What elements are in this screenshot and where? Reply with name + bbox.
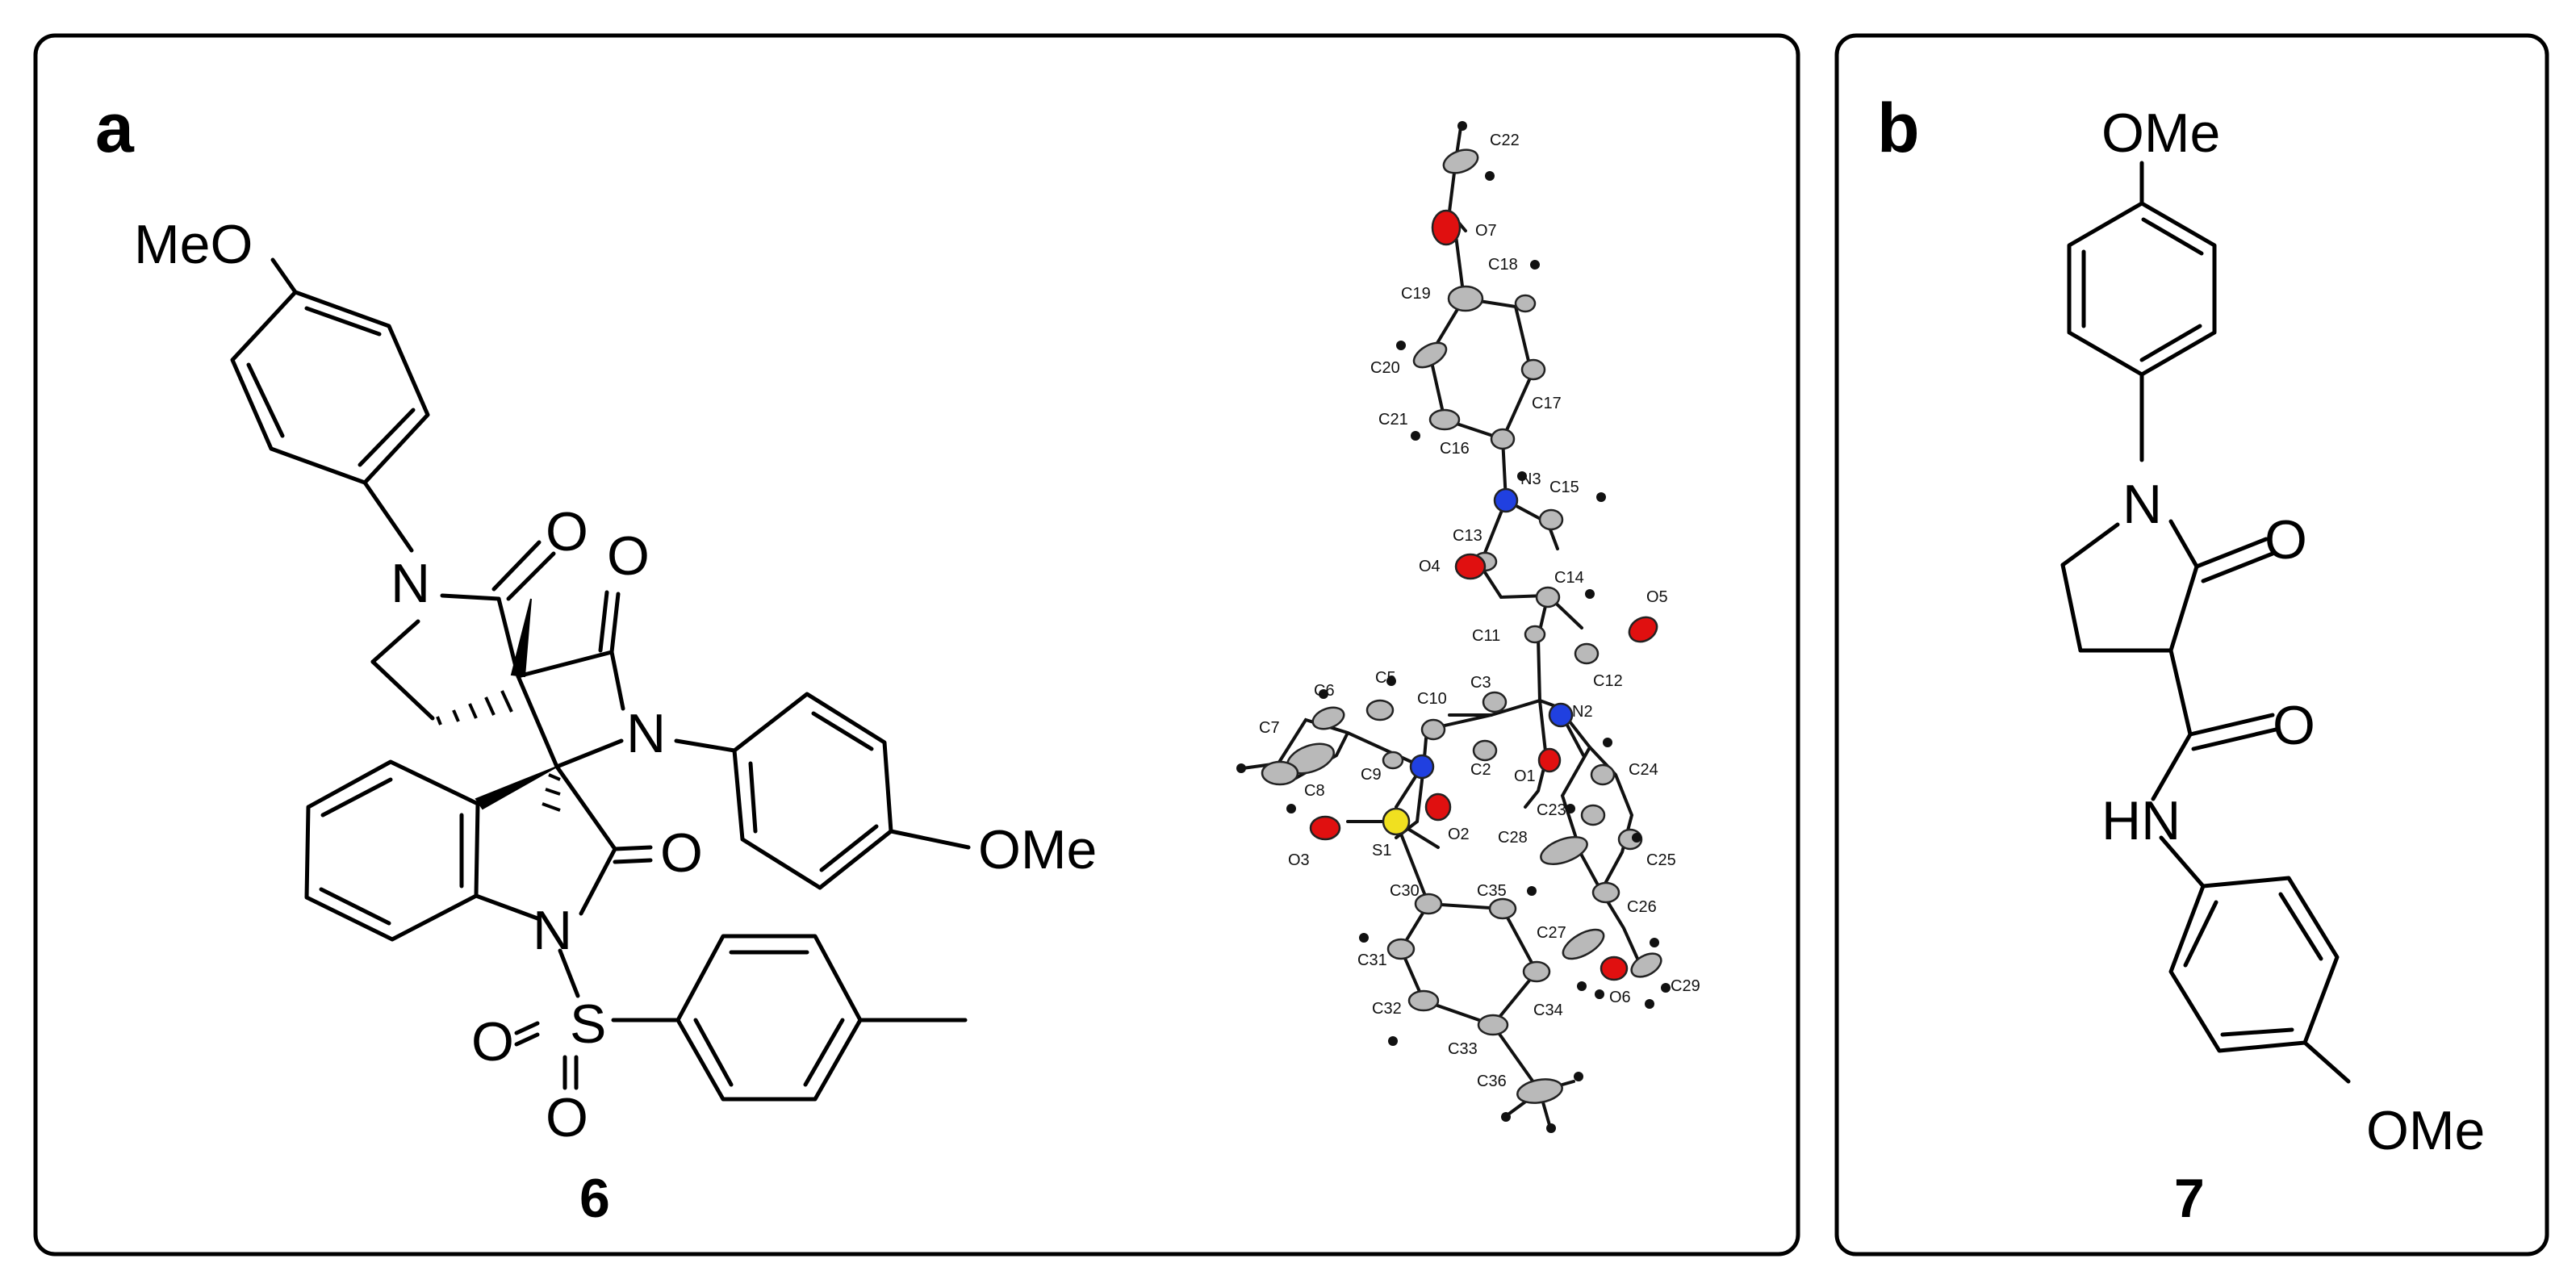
compound-7-label: 7: [2174, 1168, 2205, 1229]
ortep-label-c31: C31: [1357, 951, 1387, 969]
ortep-label-c16: C16: [1440, 440, 1470, 458]
ortep-label-o3: O3: [1288, 851, 1310, 869]
ortep-label-o2: O2: [1448, 826, 1470, 843]
ortep-label-o6: O6: [1609, 989, 1631, 1006]
o-lactam-label: O: [607, 525, 650, 587]
ortep-label-c10: C10: [1417, 690, 1447, 708]
ortep-label-c35: C35: [1477, 882, 1507, 900]
o-pyrrolidinone-7-label: O: [2264, 509, 2307, 571]
ortep-label-c36: C36: [1477, 1073, 1507, 1090]
ortep-label-c21: C21: [1378, 411, 1408, 429]
methoxy-label-7-bottom: OMe: [2366, 1100, 2485, 1161]
panel-b-label: b: [1877, 90, 1920, 167]
n-oxindole-label: N: [533, 900, 572, 961]
ortep-label-c20: C20: [1370, 359, 1400, 377]
ortep-label-c19: C19: [1401, 285, 1431, 303]
ortep-label-c5: C5: [1375, 669, 1396, 687]
ortep-label-c11: C11: [1472, 627, 1500, 645]
o-pyrrolidinone-label: O: [546, 501, 588, 562]
ortep-label-c25: C25: [1646, 851, 1676, 869]
n-pyrrolidinone-label: N: [391, 553, 430, 614]
ortep-label-c6: C6: [1314, 682, 1335, 700]
methoxy-label-top: MeO: [134, 214, 253, 275]
panel-a-frame: [33, 33, 1800, 1257]
compound-6-label: 6: [579, 1168, 610, 1229]
ortep-label-c34: C34: [1533, 1002, 1563, 1019]
ortep-label-c23: C23: [1537, 801, 1566, 819]
methoxy-label-right: OMe: [978, 819, 1097, 880]
compound-7-structure: OMe N O O HN OMe 7: [2060, 102, 2485, 1229]
ortep-label-c27: C27: [1537, 924, 1566, 942]
ortep-label-n2: N2: [1572, 703, 1593, 721]
ortep-label-c2: C2: [1470, 761, 1491, 779]
ortep-label-o4: O4: [1419, 558, 1441, 575]
n-lactam-label: N: [626, 703, 666, 764]
ortep-label-c17: C17: [1532, 395, 1562, 412]
panel-a-label: a: [95, 90, 135, 167]
s-sulfonyl-label: S: [570, 993, 606, 1055]
ortep-label-c3: C3: [1470, 674, 1491, 692]
ortep-label-c8: C8: [1304, 782, 1325, 800]
ortep-label-o7: O7: [1475, 222, 1497, 240]
ortep-label-c14: C14: [1554, 569, 1584, 587]
o-sulfonyl-left-label: O: [471, 1011, 514, 1073]
compound-6-structure: MeO N O O N OMe O N S O O 6: [134, 214, 1097, 1229]
panel-b-frame: [1834, 33, 2549, 1257]
ortep-label-c7: C7: [1259, 719, 1280, 737]
ortep-label-c24: C24: [1629, 761, 1658, 779]
o-amide-7-label: O: [2273, 695, 2315, 756]
o-sulfonyl-bottom-label: O: [546, 1087, 588, 1148]
methoxy-label-7-top: OMe: [2101, 102, 2220, 164]
ortep-label-c32: C32: [1372, 1000, 1402, 1018]
ortep-label-o1: O1: [1514, 767, 1536, 785]
ortep-label-c29: C29: [1671, 977, 1700, 995]
n-pyrrolidinone-7-label: N: [2122, 474, 2162, 535]
o-oxindole-label: O: [660, 822, 703, 884]
ortep-label-c9: C9: [1361, 766, 1382, 784]
ortep-label-c12: C12: [1593, 672, 1623, 690]
ortep-label-c13: C13: [1453, 527, 1482, 545]
ortep-label-c15: C15: [1549, 479, 1579, 496]
ortep-label-c33: C33: [1448, 1040, 1478, 1058]
hn-amide-7-label: HN: [2101, 790, 2181, 851]
ortep-label-c28: C28: [1498, 829, 1528, 847]
ortep-label-c30: C30: [1390, 882, 1420, 900]
ortep-label-n3: N3: [1520, 470, 1541, 488]
ortep-label-c26: C26: [1627, 898, 1657, 916]
ortep-label-o5: O5: [1646, 588, 1668, 606]
ortep-label-c22: C22: [1490, 132, 1520, 149]
ortep-label-c18: C18: [1488, 256, 1518, 274]
ortep-label-s1: S1: [1372, 842, 1391, 859]
ortep-crystal-structure: C22 O7 C18 C19 C20 C17 C21 C16 N3 C15 C1…: [1236, 121, 1700, 1133]
